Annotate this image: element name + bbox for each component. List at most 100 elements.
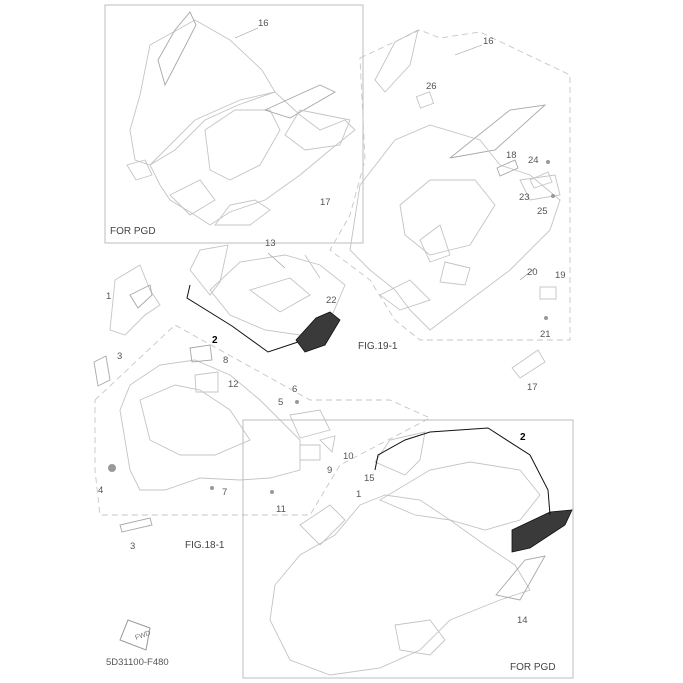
tank-cover-area: 2 13 22 [186, 238, 346, 353]
pgd-decal-2-dark [511, 509, 573, 553]
label-12: 12 [228, 379, 239, 390]
part-10 [319, 435, 336, 453]
label-26: 26 [426, 81, 437, 92]
part-9 [299, 444, 321, 461]
plate-5 [289, 409, 331, 439]
part-14-stripe [495, 555, 546, 601]
part-18-emblem [496, 159, 519, 177]
leader-2-pgd [374, 427, 551, 516]
part-12 [194, 371, 219, 393]
part-code: 5D31100-F480 [106, 657, 169, 668]
label-3-lower: 3 [130, 541, 135, 552]
seat-stripe [263, 84, 336, 119]
panel-box [439, 261, 471, 286]
rear-fender [519, 174, 561, 201]
label-4: 4 [98, 485, 103, 496]
part-8 [189, 344, 213, 363]
label-21: 21 [540, 329, 551, 340]
label-1-left: 1 [106, 291, 111, 302]
bolt-7 [210, 486, 214, 490]
for-pgd-caption-top: FOR PGD [110, 226, 156, 237]
lower-panel [214, 199, 271, 226]
label-8: 8 [223, 355, 228, 366]
yamaha-badge-3-lower [119, 517, 153, 533]
pgd-decal-1 [299, 504, 346, 546]
pgd-lower-panel [394, 619, 446, 656]
inset-frame-bottom [242, 419, 574, 679]
fig-19-1-caption: FIG.19-1 [358, 341, 398, 352]
bolt-24 [546, 160, 550, 164]
inset-bottom-right: 1 15 2 14 FOR PGD [242, 419, 574, 679]
decal-1-inner [129, 284, 153, 309]
stay-22 [304, 254, 321, 279]
side-stripe-decal [449, 104, 547, 159]
main-top-right: 16 26 18 24 23 25 20 19 21 FIG.19-1 17 1… [320, 29, 571, 393]
tank-cover-body [209, 254, 346, 336]
bolt-21 [544, 316, 548, 320]
label-2-mid: 2 [212, 335, 218, 346]
label-2-pgd: 2 [520, 432, 526, 443]
fwd-text: FWD [134, 630, 151, 642]
front-fender-group: 1 3 8 12 6 5 4 7 10 9 11 3 FIG.18-1 [93, 264, 432, 552]
part-26 [415, 91, 435, 109]
pgd-cowl-outline [269, 494, 531, 676]
fwd-arrow-icon [119, 619, 151, 651]
label-24: 24 [528, 155, 539, 166]
bolt-11 [270, 490, 274, 494]
fig-18-1-caption: FIG.18-1 [185, 540, 225, 551]
label-7: 7 [222, 487, 227, 498]
lower-fender [379, 279, 431, 311]
label-16-inset: 16 [258, 18, 269, 29]
label-1-pgd: 1 [356, 489, 361, 500]
label-18: 18 [506, 150, 517, 161]
label-11: 11 [276, 504, 286, 515]
mirror-mount [126, 159, 153, 181]
label-19: 19 [555, 270, 566, 281]
label-5: 5 [278, 397, 283, 408]
tank-cavity [204, 109, 281, 181]
dashed-region-19 [329, 29, 571, 341]
windscreen-decal [157, 11, 197, 87]
lower-trim [169, 179, 216, 216]
label-16: 16 [483, 36, 494, 47]
main-cowl-outline [349, 124, 561, 331]
label-25: 25 [537, 206, 548, 217]
part-17-lower [511, 349, 546, 379]
label-9: 9 [327, 465, 332, 476]
label-23: 23 [519, 192, 530, 203]
grommet-4 [108, 464, 116, 472]
inset-top-left: 16 FOR PGD [104, 4, 364, 244]
label-22: 22 [326, 295, 337, 306]
pgd-flap [374, 431, 426, 476]
plate-19 [539, 286, 557, 300]
label-17-lower: 17 [527, 382, 538, 393]
bolt-6 [295, 400, 299, 404]
windscreen-16-part [374, 29, 419, 93]
label-6: 6 [292, 384, 297, 395]
label-10: 10 [343, 451, 354, 462]
label-13: 13 [265, 238, 276, 249]
label-3-upper: 3 [117, 351, 122, 362]
tank-inner [419, 224, 451, 263]
label-15: 15 [364, 473, 375, 484]
label-20: 20 [527, 267, 538, 278]
tank-left-flap [189, 244, 229, 296]
leader-2 [186, 284, 299, 353]
dashed-region-18 [94, 324, 432, 516]
plate-23 [529, 171, 553, 189]
windscreen-outline [129, 19, 276, 166]
for-pgd-caption-bottom: FOR PGD [510, 662, 556, 673]
tank-cover-inner [249, 277, 311, 313]
fwd-indicator: FWD [119, 619, 152, 651]
bolt-25 [551, 194, 555, 198]
tank-recess [399, 179, 496, 256]
label-17-upper: 17 [320, 197, 331, 208]
pgd-tank [379, 461, 541, 531]
fender-inner [139, 384, 251, 456]
yamaha-badge-3 [93, 355, 111, 387]
rear-cowl [284, 109, 351, 151]
label-14: 14 [517, 615, 528, 626]
decal-1-outline [109, 264, 161, 336]
decal-2-dark [295, 311, 341, 353]
